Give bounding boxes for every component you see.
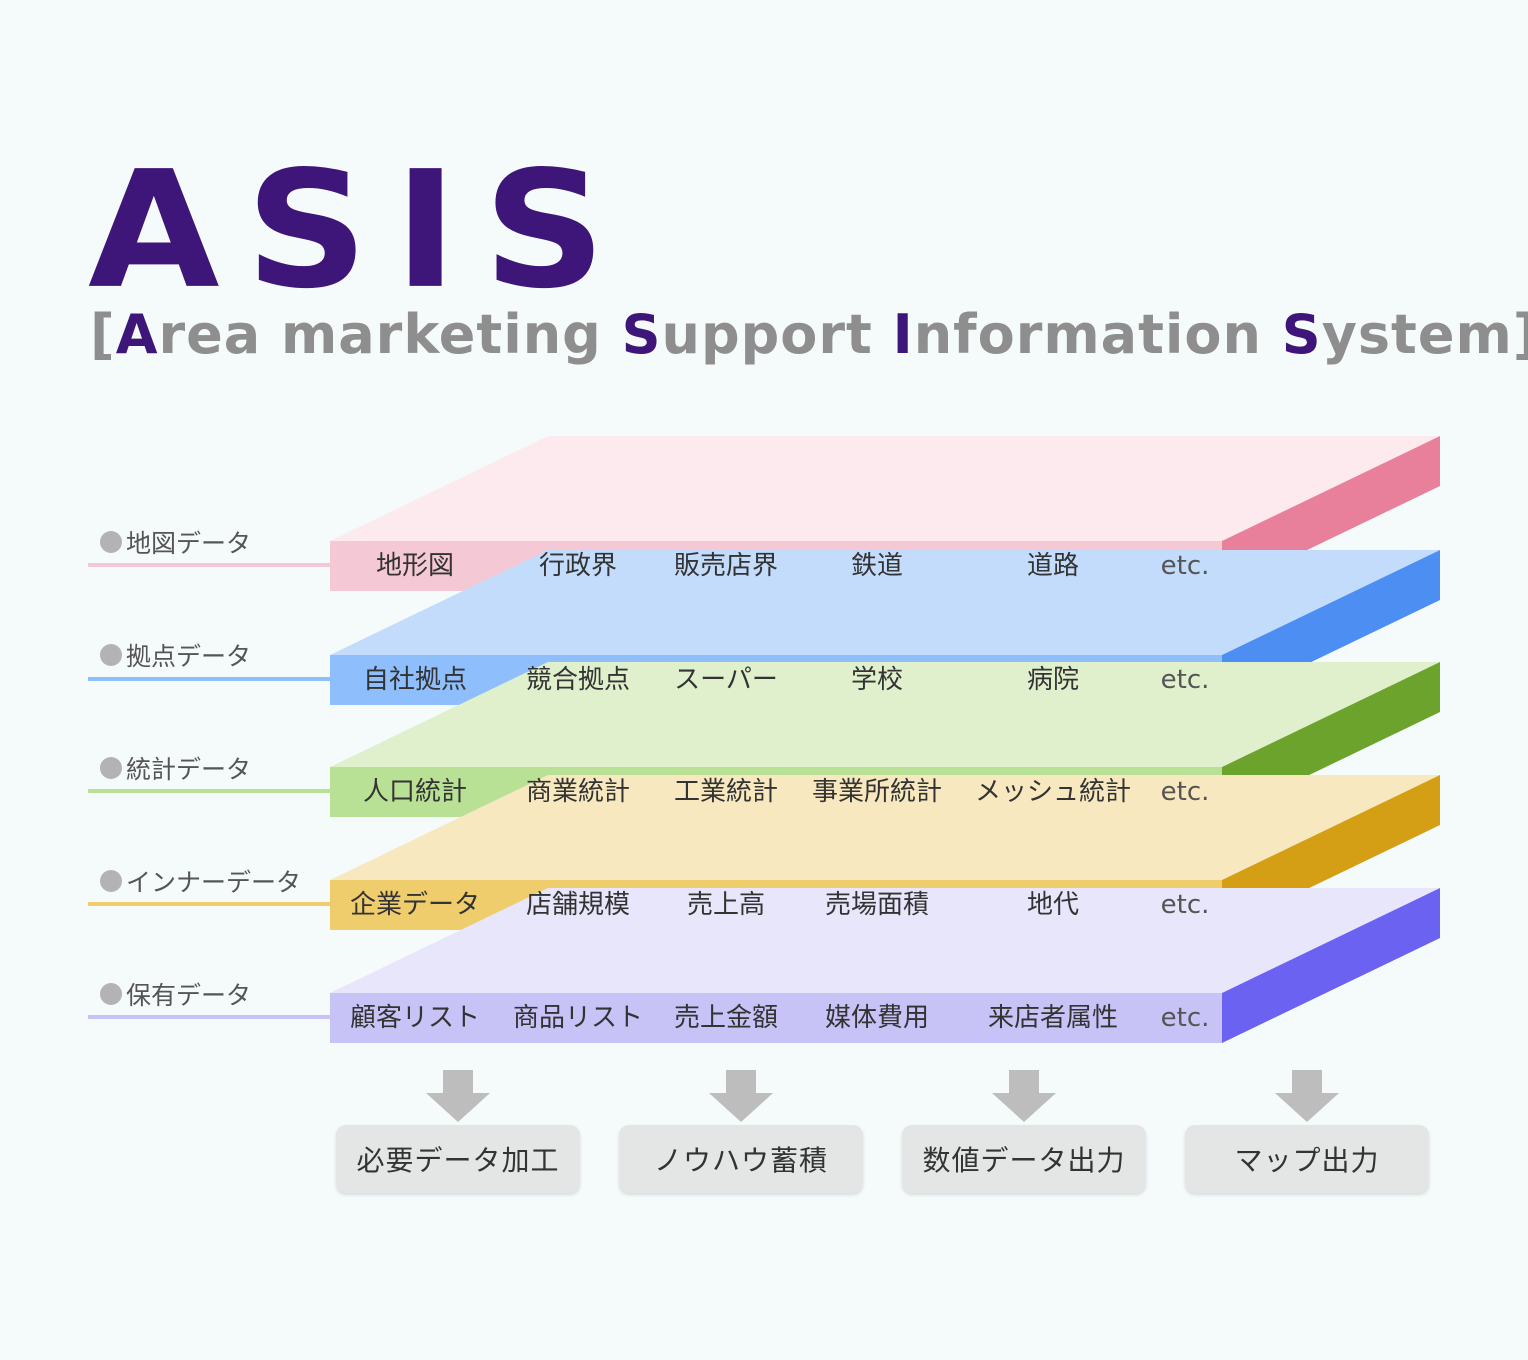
bullet-icon	[100, 757, 122, 779]
layer-item: 競合拠点	[525, 665, 631, 695]
layer-top-face	[330, 662, 1440, 767]
down-arrow-icon	[426, 1070, 490, 1122]
layer-item: 顧客リスト	[349, 1003, 481, 1033]
subtitle-bracket-close: ]	[1513, 303, 1528, 366]
layer-front-face	[330, 993, 1222, 1043]
layer-label-text: 拠点データ	[126, 642, 252, 671]
subtitle: [Area marketing Support Information Syst…	[90, 308, 1528, 362]
layer-item: etc.	[1160, 777, 1210, 807]
subtitle-cap: S	[1281, 303, 1322, 366]
subtitle-rest: ystem	[1321, 303, 1513, 366]
layer-item: 病院	[1026, 665, 1080, 695]
layer-label-text: 保有データ	[126, 981, 252, 1010]
layer-item: 来店者属性	[987, 1003, 1119, 1033]
layer-item: スーパー	[674, 665, 778, 695]
layer-item: 事業所統計	[811, 777, 943, 807]
layer-item: 媒体費用	[824, 1003, 930, 1033]
subtitle-cap: I	[892, 303, 914, 366]
bullet-icon	[100, 644, 122, 666]
layer-item: 企業データ	[349, 890, 481, 920]
layer-label-text: インナーデータ	[126, 868, 302, 897]
layer-item: etc.	[1160, 551, 1210, 581]
layer-top-face	[330, 775, 1440, 880]
subtitle-cap: A	[115, 303, 159, 366]
layer-item: etc.	[1160, 890, 1210, 920]
subtitle-rest: rea marketing	[158, 303, 622, 366]
layer-label-text: 地図データ	[126, 529, 252, 558]
layer-item: 学校	[850, 665, 904, 695]
bullet-icon	[100, 983, 122, 1005]
layer-item: 商品リスト	[512, 1003, 644, 1033]
layer-label: 地図データ	[100, 524, 251, 560]
layer-side-face	[1222, 888, 1440, 1043]
output-box: 数値データ出力	[902, 1125, 1146, 1193]
layer-item: 鉄道	[850, 551, 904, 581]
layer-label-text: 統計データ	[126, 755, 252, 784]
down-arrow-icon	[992, 1070, 1056, 1122]
layer-item: etc.	[1160, 665, 1210, 695]
layer-item: 道路	[1026, 551, 1080, 581]
bullet-icon	[100, 870, 122, 892]
layer-label: インナーデータ	[100, 863, 301, 899]
layer-item: 地代	[1026, 890, 1080, 920]
layer-item: 商業統計	[525, 777, 631, 807]
subtitle-rest: upport	[661, 303, 893, 366]
layer-item: 行政界	[538, 551, 618, 581]
subtitle-rest: nformation	[913, 303, 1282, 366]
bullet-icon	[100, 531, 122, 553]
output-box: ノウハウ蓄積	[619, 1125, 863, 1193]
layer-label: 統計データ	[100, 750, 251, 786]
layer-label: 保有データ	[100, 976, 251, 1012]
layer-item: 自社拠点	[362, 665, 468, 695]
layer-label: 拠点データ	[100, 637, 251, 673]
layer-top-face	[330, 550, 1440, 655]
output-box: マップ出力	[1185, 1125, 1429, 1193]
down-arrow-icon	[1275, 1070, 1339, 1122]
layer-item: 売場面積	[824, 890, 930, 920]
layer-item: etc.	[1160, 1003, 1210, 1033]
layer-top-face	[330, 436, 1440, 541]
layer-item: 売上金額	[673, 1003, 779, 1033]
layer-item: 店舗規模	[525, 890, 631, 920]
subtitle-cap: S	[621, 303, 662, 366]
layer-item: 販売店界	[673, 551, 779, 581]
layer-item: 工業統計	[673, 777, 779, 807]
layer-item: メッシュ統計	[974, 777, 1132, 807]
subtitle-bracket-open: [	[90, 303, 116, 366]
layer-item: 地形図	[375, 551, 455, 581]
output-box: 必要データ加工	[336, 1125, 580, 1193]
layer-item: 人口統計	[362, 777, 468, 807]
layer-top-face	[330, 888, 1440, 993]
layer-item: 売上高	[686, 890, 766, 920]
down-arrow-icon	[709, 1070, 773, 1122]
logo-title: ASIS	[88, 136, 632, 325]
